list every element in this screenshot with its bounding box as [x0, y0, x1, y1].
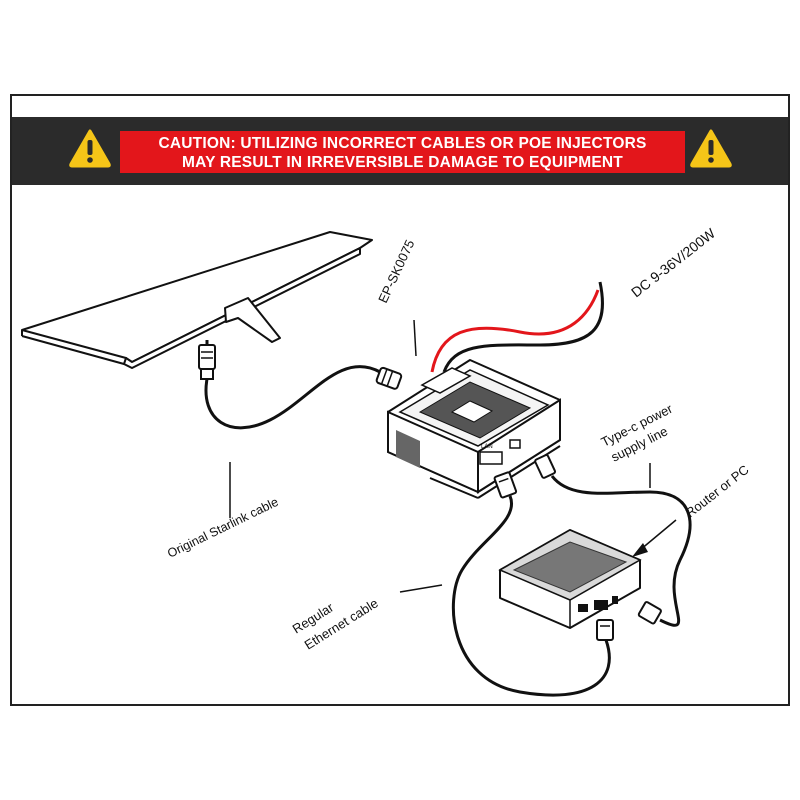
starlink-cable-label: Original Starlink cable [165, 495, 280, 561]
starlink-cable [204, 365, 381, 430]
dc-black-wire [442, 281, 604, 373]
model-label: EP-SK0075 [375, 237, 417, 305]
typec-plug-injector [534, 454, 557, 479]
starlink-dish [21, 231, 373, 369]
ethernet-cable [451, 495, 611, 697]
caution-message: CAUTION: UTILIZING INCORRECT CABLES OR P… [120, 131, 685, 173]
model-leader [413, 319, 417, 357]
router-device [498, 529, 642, 629]
starlink-connector [198, 340, 216, 380]
dc-power-label: DC 9-36V/200W [628, 225, 719, 301]
poe-injector: LAN [387, 359, 561, 499]
ethernet-leader [399, 584, 443, 593]
ethernet-plug-injector [493, 471, 518, 499]
caution-line-1: CAUTION: UTILIZING INCORRECT CABLES OR P… [158, 135, 647, 152]
warning-triangle-icon [690, 129, 732, 168]
warning-triangle-icon [69, 129, 111, 168]
router-arrow [632, 519, 677, 557]
caution-line-2: MAY RESULT IN IRREVERSIBLE DAMAGE TO EQU… [182, 154, 623, 171]
lan-port-label: LAN [481, 444, 493, 450]
router-label: Router or PC [683, 462, 752, 521]
typec-cable [550, 475, 692, 627]
diagram-frame [10, 94, 790, 706]
ethernet-plug-router [596, 619, 614, 641]
dc-red-wire [430, 289, 600, 373]
starlink-cable-plug [375, 366, 403, 390]
typec-plug-router [637, 601, 662, 625]
